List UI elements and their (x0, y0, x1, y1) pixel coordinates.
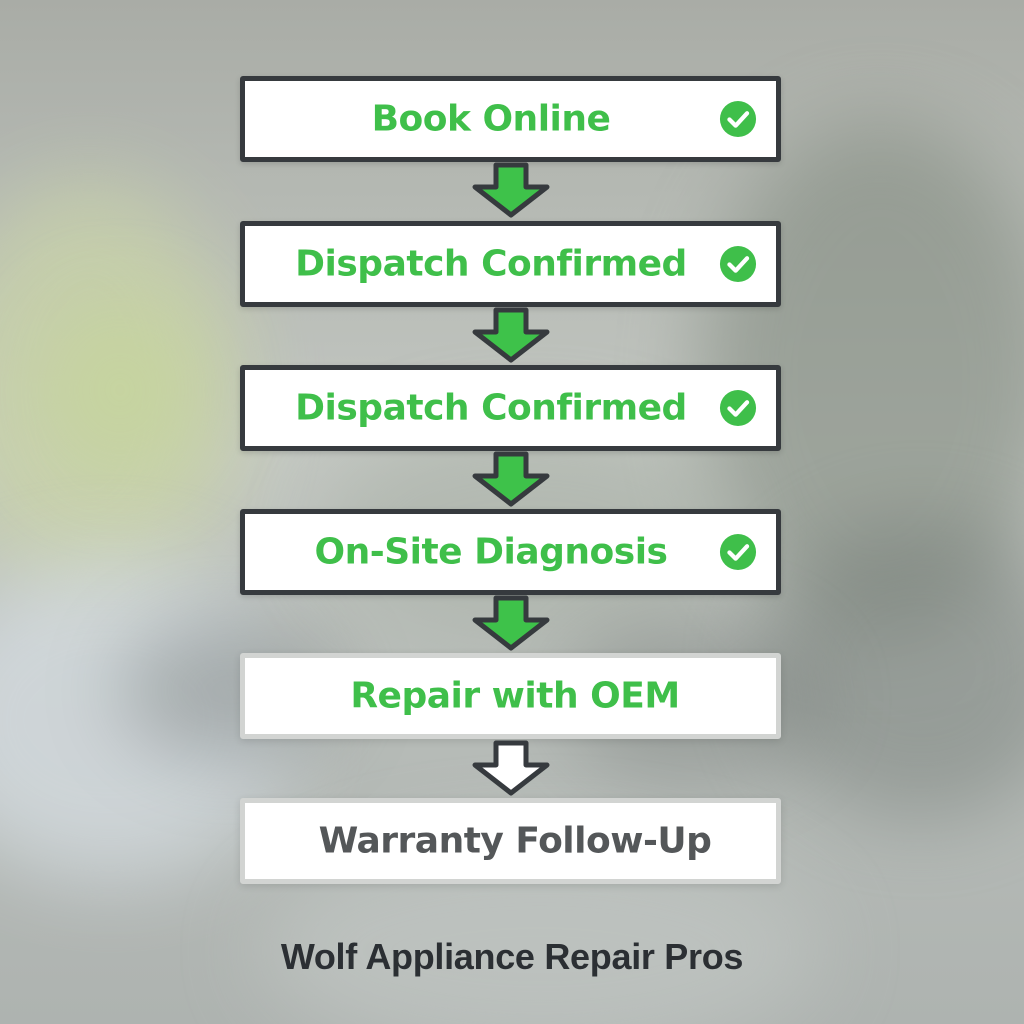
check-circle-icon (719, 100, 757, 138)
step-label: Dispatch Confirmed (295, 387, 687, 429)
down-arrow-icon (472, 162, 550, 218)
check-circle-icon (719, 389, 757, 427)
step-label: Warranty Follow-Up (318, 820, 712, 862)
step-dispatch-confirmed: Dispatch Confirmed (240, 221, 781, 307)
down-arrow-icon (472, 307, 550, 363)
step-label: Book Online (371, 98, 611, 140)
step-dispatch-confirmed-2: Dispatch Confirmed (240, 365, 781, 451)
step-label: Dispatch Confirmed (295, 243, 687, 285)
down-arrow-icon (472, 595, 550, 651)
step-on-site-diagnosis: On-Site Diagnosis (240, 509, 781, 595)
step-label: Repair with OEM (350, 675, 680, 717)
step-warranty-follow-up: Warranty Follow-Up (240, 798, 781, 884)
step-label: On-Site Diagnosis (314, 531, 668, 573)
check-circle-icon (719, 533, 757, 571)
brand-name: Wolf Appliance Repair Pros (280, 936, 744, 977)
step-book-online: Book Online (240, 76, 781, 162)
down-arrow-icon (472, 740, 550, 796)
check-circle-icon (719, 245, 757, 283)
step-repair-with-oem: Repair with OEM (240, 653, 781, 739)
down-arrow-icon (472, 451, 550, 507)
